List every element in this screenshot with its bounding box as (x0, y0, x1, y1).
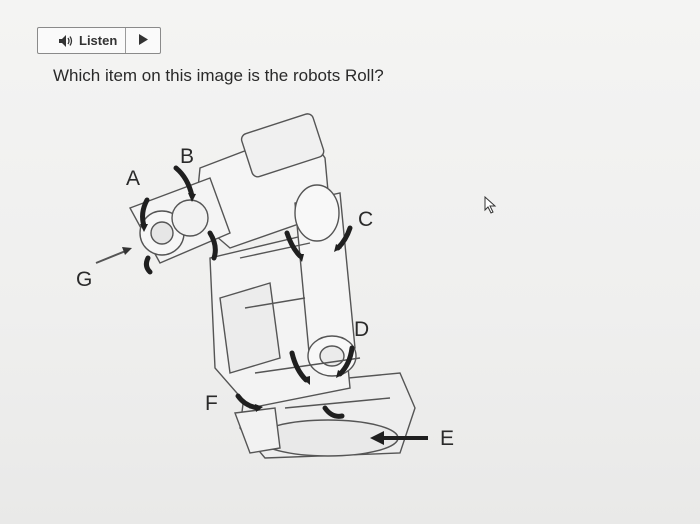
label-b: B (180, 145, 194, 168)
label-c: C (358, 208, 373, 231)
play-icon (138, 32, 149, 50)
arrow-a-lower (143, 255, 153, 275)
arrow-heads (140, 193, 344, 412)
speaker-icon (58, 34, 74, 48)
arrow-d-right (337, 345, 355, 377)
question-text: Which item on this image is the robots R… (53, 66, 384, 85)
robot-arm-figure: A B C D E F G (76, 113, 454, 459)
arrow-a (140, 197, 150, 229)
listen-button[interactable]: Listen (38, 28, 127, 53)
arrow-b-lower (207, 230, 218, 261)
listen-label: Listen (79, 33, 118, 48)
arrow-g (95, 247, 132, 264)
label-e: E (440, 427, 454, 450)
label-d: D (354, 318, 369, 341)
label-a: A (126, 167, 140, 190)
listen-toolbar: Listen (37, 27, 161, 54)
arrow-f-right (322, 405, 345, 419)
robot-arm-drawing (128, 113, 416, 459)
arrow-b (173, 165, 195, 199)
label-g: G (76, 268, 92, 291)
play-button[interactable] (126, 28, 160, 53)
mouse-cursor-icon (484, 196, 497, 214)
arrow-e (370, 431, 428, 445)
label-f: F (205, 392, 218, 415)
